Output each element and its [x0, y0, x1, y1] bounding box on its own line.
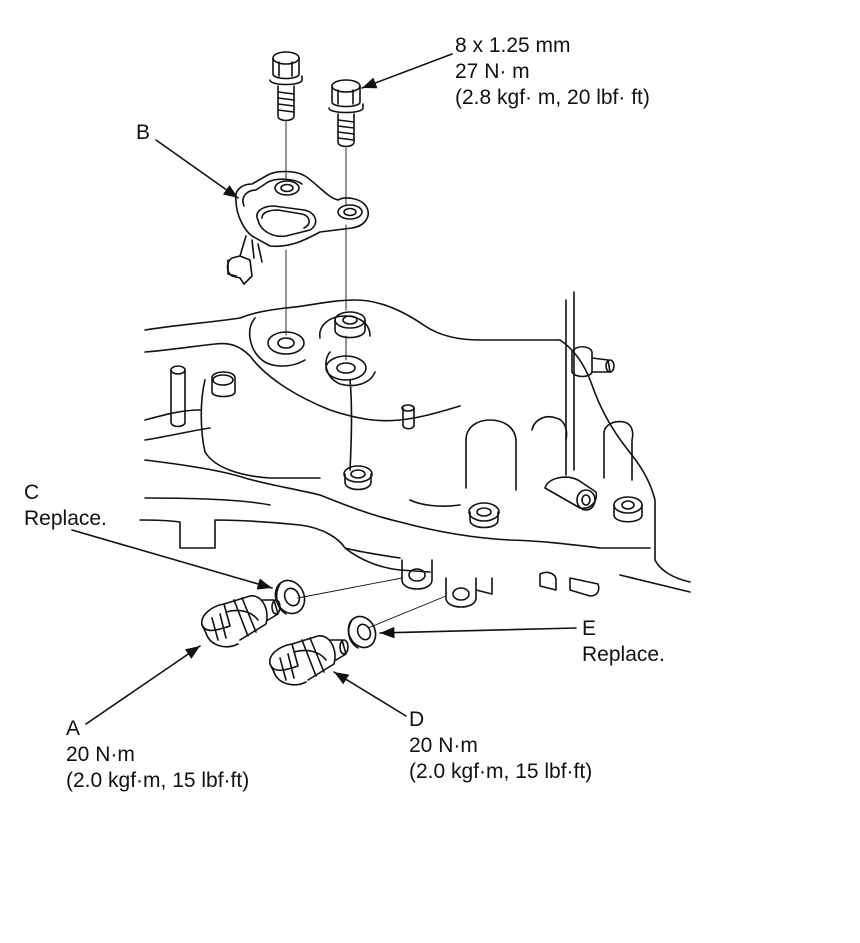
mounting-bolt-right — [328, 79, 364, 148]
pressure-switch-a — [201, 595, 281, 648]
arrow-e — [379, 626, 577, 639]
callout-e-letter: E — [582, 617, 597, 640]
leader-lines — [71, 53, 577, 725]
callout-c-note: Replace. — [24, 507, 107, 530]
callout-d-torque-alt: (2.0 kgf·m, 15 lbf·ft) — [409, 760, 593, 783]
arrow-d — [333, 671, 407, 717]
bolt-spec-arrow — [361, 53, 453, 89]
callout-a-letter: A — [66, 717, 81, 740]
callout-b-letter: B — [136, 121, 151, 144]
pressure-switch-d — [269, 635, 349, 686]
bolt-torque-alt-label: (2.8 kgf· m, 20 lbf· ft) — [455, 86, 650, 109]
alignment-lines — [285, 121, 447, 629]
callout-a-torque: 20 N·m — [66, 743, 135, 766]
sealing-washer-e — [347, 615, 377, 649]
transmission-housing — [139, 291, 691, 608]
callout-a-torque-alt: (2.0 kgf·m, 15 lbf·ft) — [66, 769, 250, 792]
bolt-torque-label: 27 N· m — [455, 60, 530, 83]
housing-bolt-holes — [267, 311, 367, 381]
bracket-b — [226, 170, 369, 285]
callout-c-letter: C — [24, 481, 40, 504]
sealing-washer-c — [274, 579, 306, 615]
callout-d-letter: D — [409, 708, 425, 731]
arrow-c — [71, 529, 273, 590]
callout-e-note: Replace. — [582, 643, 665, 666]
mounting-bolt-left — [269, 51, 303, 122]
arrow-a — [85, 645, 201, 725]
bolt-size-label: 8 x 1.25 mm — [455, 34, 571, 57]
arrow-b — [155, 139, 239, 199]
callout-d-torque: 20 N·m — [409, 734, 478, 757]
